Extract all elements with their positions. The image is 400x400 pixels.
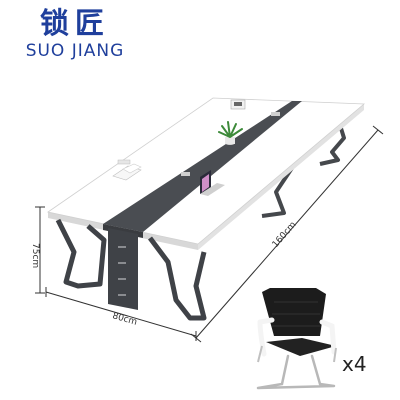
brand-name-chinese: 锁匠: [39, 6, 110, 40]
front-left-leg: [55, 218, 107, 289]
far-right-leg: [319, 124, 346, 166]
chair-arm-support: [257, 345, 337, 363]
power-outlet: [117, 159, 131, 165]
chair-backrest: [262, 288, 326, 336]
potted-plant: [218, 121, 243, 145]
height-label: 75cm: [30, 243, 40, 268]
column-vent: [118, 278, 126, 280]
cable-box-slot: [234, 102, 242, 106]
laptop: [200, 170, 225, 196]
column-vent: [118, 294, 126, 296]
length-label: 160cm: [271, 220, 299, 250]
height-dimension: 75cm: [30, 206, 45, 294]
brand-logo: 锁匠 SUO JIANG: [10, 4, 140, 60]
brand-name-english: SUO JIANG: [25, 41, 125, 61]
center-strip: [103, 101, 302, 232]
column-vent: [118, 262, 126, 264]
tabletop-side-edge: [198, 104, 364, 250]
front-right-leg: [148, 236, 207, 321]
document-papers: [112, 163, 142, 181]
column-vent: [118, 246, 126, 248]
power-outlet: [271, 112, 280, 116]
power-outlet: [181, 172, 190, 176]
width-label: 80cm: [111, 311, 138, 328]
office-chair: [256, 288, 337, 390]
cable-column: [108, 228, 138, 310]
chair-base: [256, 354, 336, 390]
chair-armrest-left: [257, 317, 275, 357]
chair-quantity-label: x4: [342, 352, 367, 376]
chair-armrest-right: [319, 319, 337, 355]
chair-seat: [266, 338, 336, 356]
